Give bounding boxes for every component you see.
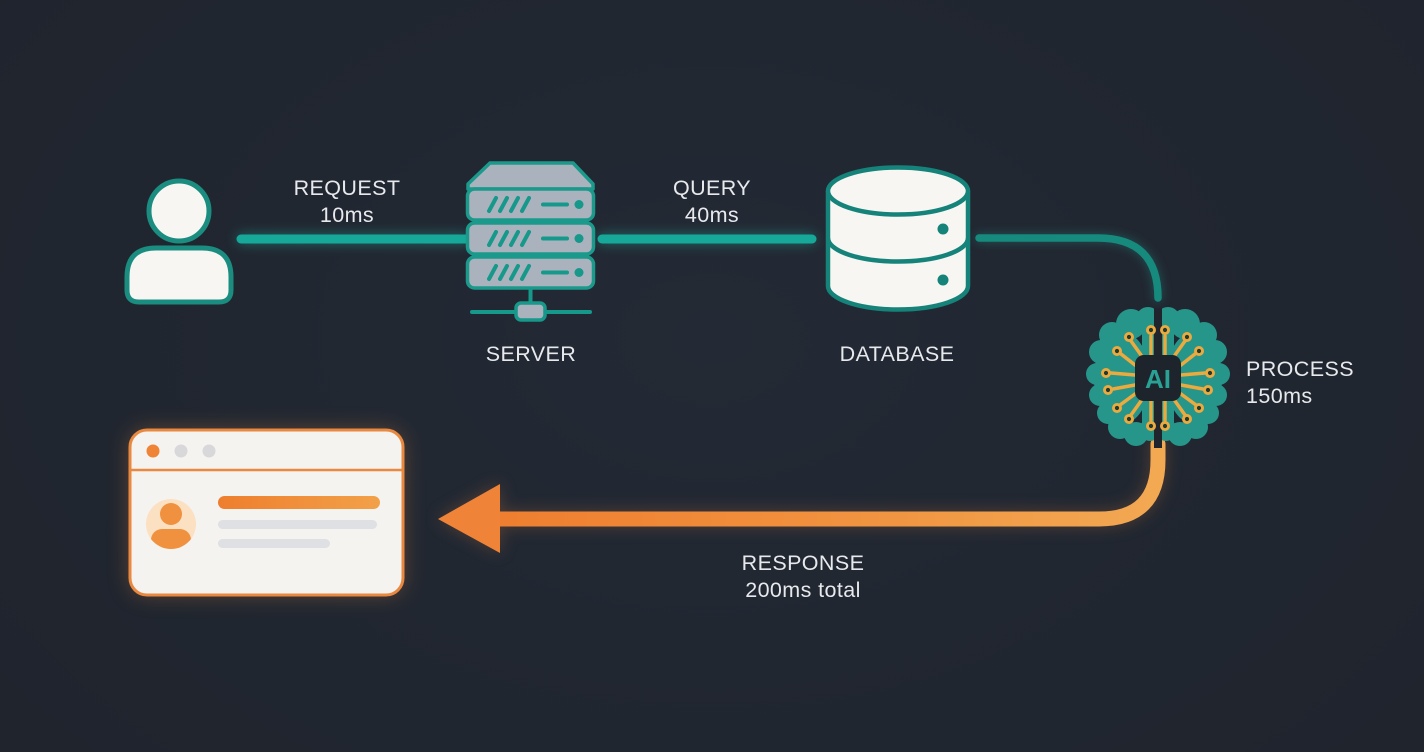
- query-label-latency: 40ms: [684, 203, 740, 227]
- process-label: PROCESS 150ms: [1246, 356, 1354, 410]
- person-icon: [124, 178, 234, 305]
- window-dot-gray-2: [202, 444, 216, 458]
- database-label: DATABASE: [839, 342, 955, 366]
- query-label: QUERY 40ms: [673, 175, 751, 229]
- server-label: SERVER: [485, 342, 577, 366]
- response-arrowhead-icon: [438, 484, 500, 553]
- response-label-title: RESPONSE: [741, 551, 865, 575]
- window-dot-orange: [146, 444, 160, 458]
- content-bar-secondary: [218, 520, 377, 529]
- response-label: RESPONSE 200ms total: [742, 550, 865, 604]
- ai-chip-label: AI: [1145, 364, 1171, 394]
- content-bar-tertiary: [218, 539, 330, 548]
- server-rack-icon: [465, 161, 596, 322]
- response-label-latency: 200ms total: [745, 578, 861, 602]
- query-label-title: QUERY: [672, 176, 752, 200]
- request-label-title: REQUEST: [293, 176, 401, 200]
- process-label-latency: 150ms: [1246, 384, 1313, 408]
- content-bar-primary: [218, 496, 380, 509]
- process-label-title: PROCESS: [1246, 357, 1354, 381]
- window-dot-gray-1: [174, 444, 188, 458]
- request-label: REQUEST 10ms: [294, 175, 401, 229]
- response-flow-line: [438, 436, 1166, 553]
- database-to-ai-line: [975, 234, 1162, 302]
- request-label-latency: 10ms: [319, 203, 375, 227]
- ai-brain-circuit-icon: AI: [1086, 307, 1230, 448]
- browser-window-icon: [128, 428, 405, 597]
- database-cylinder-icon: [825, 165, 971, 312]
